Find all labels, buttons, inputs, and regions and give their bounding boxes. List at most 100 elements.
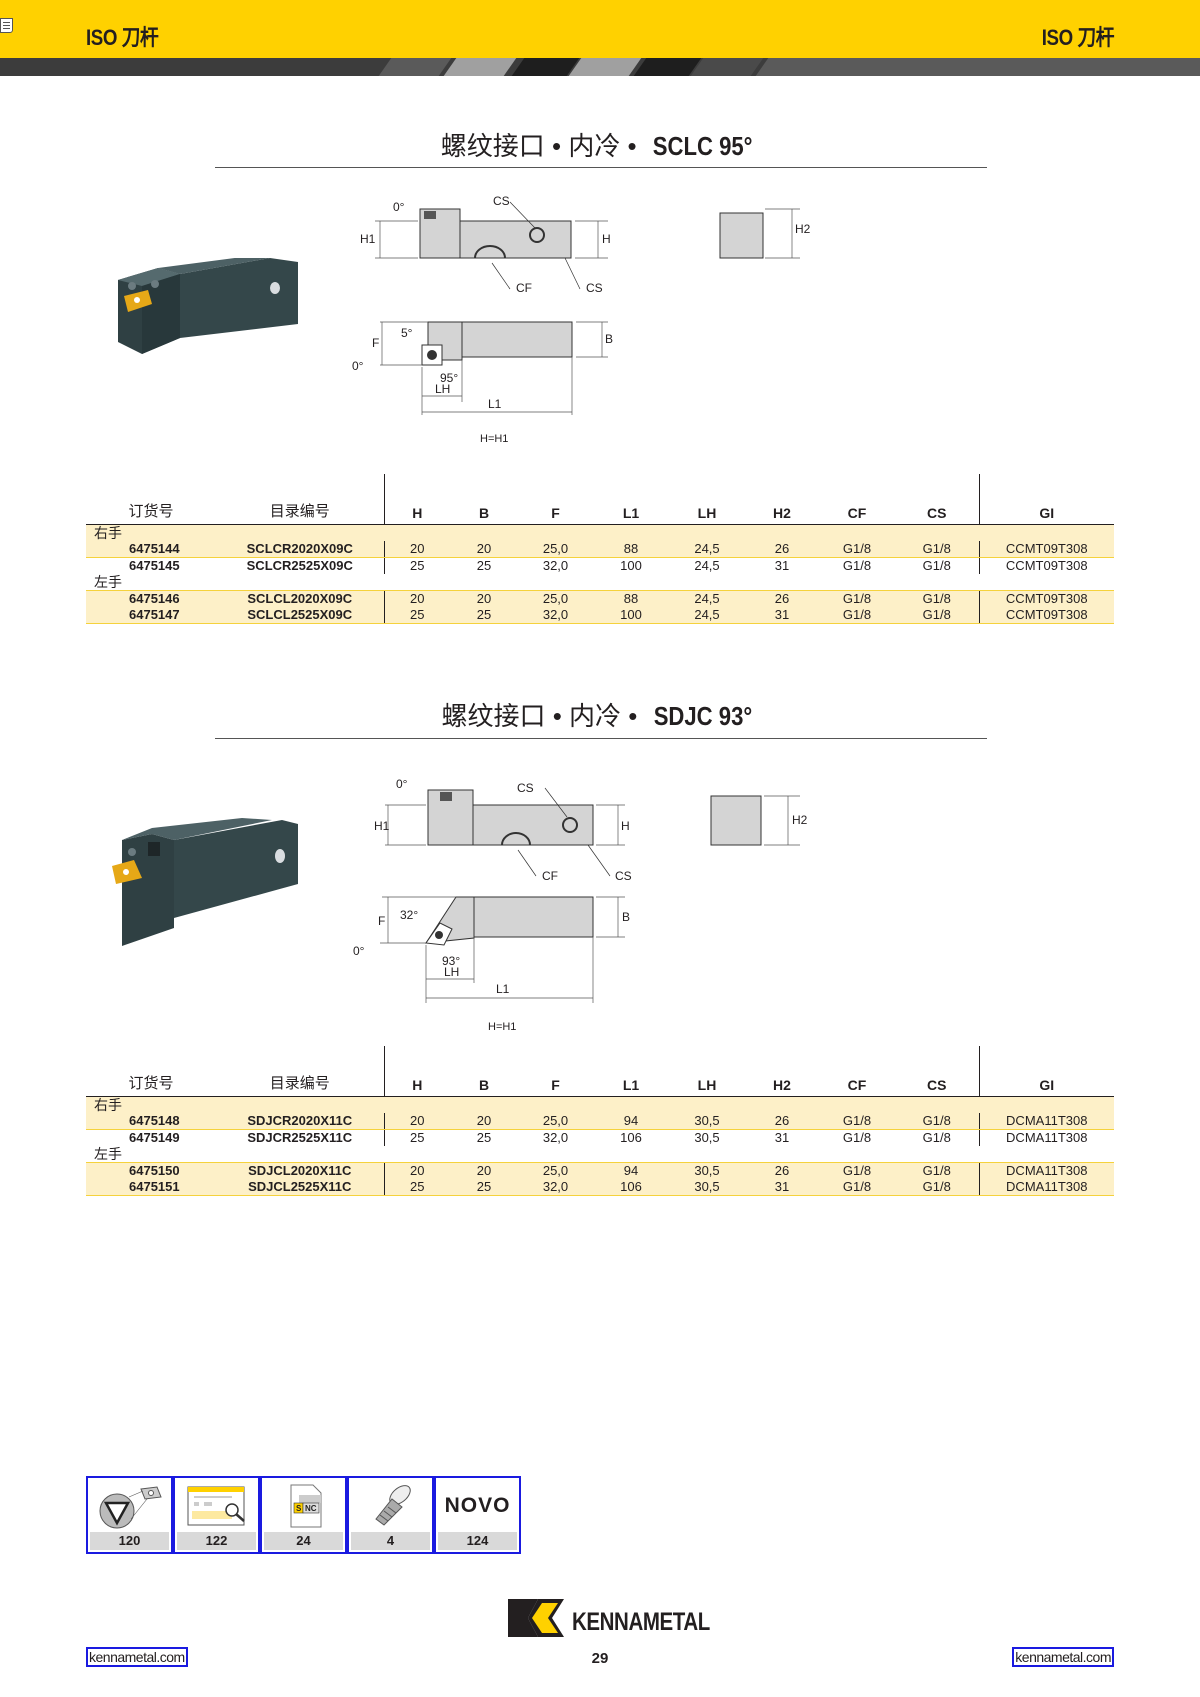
label-cs-bottom: CS: [615, 869, 632, 880]
label-l1: L1: [488, 397, 502, 411]
header-h: H: [383, 474, 450, 525]
svg-text:S: S: [296, 1504, 302, 1513]
table-row: 6475150 SDJCL2020X11C 20 20 25,0 94 30,5…: [86, 1162, 1114, 1179]
header-h2: H2: [745, 1046, 819, 1097]
section-title-sdjc: 螺纹接口 • 内冷 • SDJC 93°: [215, 696, 987, 733]
label-95deg: 95°: [440, 371, 458, 385]
dimension-drawing-top-sdjc: 32° F 0° 93° LH L1 B: [353, 896, 630, 1003]
table-row: 6475146 SCLCL2020X09C 20 20 25,0 88 24,5…: [86, 590, 1114, 607]
section-model: SCLC 95°: [652, 131, 753, 161]
label-0deg: 0°: [352, 359, 364, 373]
header-lh: LH: [669, 474, 745, 525]
header-b: B: [450, 474, 518, 525]
group-label: 右手: [86, 524, 1114, 541]
ref-page: 122: [177, 1532, 256, 1550]
section-divider: [215, 738, 987, 739]
spec-table-sdjc: 订货号 目录编号 H B F L1 LH H2 CF CS GI 右手 6475…: [86, 1046, 1114, 1196]
ref-page: 24: [264, 1532, 343, 1550]
spec-table-sclc: 订货号 目录编号 H B F L1 LH H2 CF CS GI 右手 6475…: [86, 474, 1114, 624]
header-b: B: [450, 1046, 518, 1097]
table-header-row: 订货号 目录编号 H B F L1 LH H2 CF CS GI: [86, 474, 1114, 525]
label-b: B: [605, 332, 613, 346]
label-0deg: 0°: [396, 777, 408, 791]
label-l1: L1: [496, 982, 510, 996]
label-93deg: 93°: [442, 954, 460, 968]
ref-novo[interactable]: NOVO 124: [434, 1476, 521, 1554]
label-cs-bottom: CS: [586, 281, 603, 295]
dimension-drawing-side-sdjc: 0° H1 CS H CF CS H2: [374, 777, 808, 880]
header-gi: GI: [978, 1046, 1114, 1097]
drawing-note: H=H1: [480, 433, 509, 445]
header-h: H: [383, 1046, 450, 1097]
insert-geometry-icon: [90, 1480, 169, 1532]
ref-catalog-lookup[interactable]: 122: [173, 1476, 260, 1554]
header-lh: LH: [669, 1046, 745, 1097]
label-f: F: [378, 914, 385, 928]
label-h2: H2: [795, 222, 811, 236]
group-label: 左手: [86, 1145, 1114, 1163]
header-stripe: [0, 58, 1200, 76]
group-label: 左手: [86, 573, 1114, 591]
dimension-drawing-side-sclc: 0° H1 CS H CF CS H2: [360, 194, 811, 295]
novo-text: NOVO: [444, 1494, 511, 1517]
header-cf: CF: [819, 474, 895, 525]
header-f: F: [518, 474, 593, 525]
header-order-no: 订货号: [86, 1046, 216, 1097]
label-cs-top: CS: [517, 781, 534, 795]
note-icon[interactable]: [0, 18, 13, 33]
website-link-right[interactable]: kennametal.com: [1012, 1647, 1114, 1667]
table-row: 6475151 SDJCL2525X11C 25 25 32,0 106 30,…: [86, 1178, 1114, 1196]
ref-screw[interactable]: 4: [347, 1476, 434, 1554]
table-row: 6475147 SCLCL2525X09C 25 25 32,0 100 24,…: [86, 606, 1114, 624]
header-title-left: ISO 刀杆: [86, 25, 159, 50]
label-f: F: [372, 336, 379, 350]
section-divider: [215, 167, 987, 168]
label-lh: LH: [435, 382, 450, 396]
label-h1: H1: [360, 232, 376, 246]
header-catalog-no: 目录编号: [216, 1046, 384, 1097]
label-5deg: 5°: [401, 326, 413, 340]
website-link-left[interactable]: kennametal.com: [86, 1647, 188, 1667]
kennametal-logo: KENNAMETAL: [508, 1598, 740, 1637]
section-model: SDJC 93°: [653, 701, 752, 731]
group-right-hand: 右手: [86, 1096, 1114, 1113]
novo-logo-icon: NOVO: [438, 1480, 517, 1532]
catalog-lookup-icon: [177, 1480, 256, 1532]
header-cs: CS: [895, 474, 979, 525]
label-h: H: [602, 232, 611, 246]
header-cs: CS: [895, 1046, 979, 1097]
tool-holder-photo-sclc: [118, 258, 298, 354]
group-left-hand: 左手: [86, 1145, 1114, 1163]
section-title-text: 螺纹接口 • 内冷 •: [441, 701, 645, 731]
label-cf: CF: [516, 281, 532, 295]
table-header-row: 订货号 目录编号 H B F L1 LH H2 CF CS GI: [86, 1046, 1114, 1097]
header-cf: CF: [819, 1046, 895, 1097]
label-cs-top: CS: [493, 194, 510, 208]
table-row: 6475144 SCLCR2020X09C 20 20 25,0 88 24,5…: [86, 540, 1114, 558]
label-0deg: 0°: [353, 944, 365, 958]
label-lh: LH: [444, 965, 459, 979]
ref-snc-document[interactable]: S NC 24: [260, 1476, 347, 1554]
ref-page: 4: [351, 1532, 430, 1550]
group-left-hand: 左手: [86, 573, 1114, 591]
header-catalog-no: 目录编号: [216, 474, 384, 525]
label-h2: H2: [792, 813, 808, 827]
label-cf: CF: [542, 869, 558, 880]
section-title-text: 螺纹接口 • 内冷 •: [440, 131, 644, 161]
label-32deg: 32°: [400, 908, 418, 922]
header-title-right: ISO 刀杆: [1041, 25, 1115, 50]
section-title-sclc: 螺纹接口 • 内冷 • SCLC 95°: [215, 126, 987, 163]
ref-page: 124: [438, 1532, 517, 1550]
ref-insert-geometry[interactable]: 120: [86, 1476, 173, 1554]
label-b: B: [622, 910, 630, 924]
header-h2: H2: [745, 474, 819, 525]
screw-icon: [351, 1480, 430, 1532]
label-h: H: [621, 819, 630, 833]
header-order-no: 订货号: [86, 474, 216, 525]
reference-links: 120 122 S NC: [86, 1476, 521, 1554]
table-row: 6475149 SDJCR2525X11C 25 25 32,0 106 30,…: [86, 1129, 1114, 1146]
header-gi: GI: [978, 474, 1114, 525]
header-f: F: [518, 1046, 593, 1097]
page-header: ISO 刀杆 ISO 刀杆: [0, 0, 1200, 58]
table-row: 6475145 SCLCR2525X09C 25 25 32,0 100 24,…: [86, 557, 1114, 574]
